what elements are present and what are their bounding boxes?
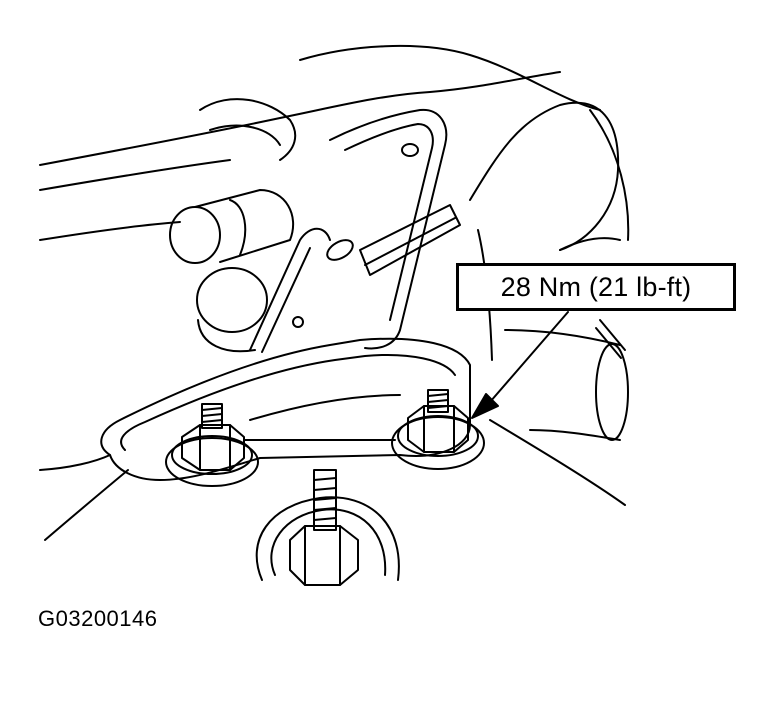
bracket-hole-upper xyxy=(402,144,418,156)
fitting-cylinder-end xyxy=(170,207,220,263)
right-lower-sweep xyxy=(490,420,625,505)
body-contour-mid xyxy=(470,103,618,250)
center-bolt-nut xyxy=(290,526,358,585)
left-bolt-thread-lines xyxy=(202,408,222,422)
bracket-rib-2 xyxy=(365,218,455,265)
frame-upper-edge xyxy=(40,72,560,165)
right-bolt-nut xyxy=(408,406,468,452)
bracket-hole-slot xyxy=(324,236,356,264)
tube-top xyxy=(200,99,295,160)
frame-upper-inner xyxy=(40,160,230,190)
link-arm xyxy=(250,229,330,350)
torque-callout-text: 28 Nm (21 lb-ft) xyxy=(500,271,692,302)
center-bolt-thread-lines xyxy=(314,478,336,520)
fitting-cylinder-body xyxy=(195,190,293,262)
tube-outline xyxy=(210,126,280,145)
body-contour-top xyxy=(300,46,600,110)
right-tube-cutline xyxy=(600,320,625,350)
left-bolt-nut xyxy=(182,425,244,470)
callout-leader-line xyxy=(490,312,568,402)
right-bolt-thread-lines xyxy=(428,394,448,408)
right-tube-end xyxy=(596,344,628,440)
frame-left-tail xyxy=(40,455,110,470)
bracket-plate-inner xyxy=(345,124,433,320)
bottom-mount-disk xyxy=(257,497,399,580)
bracket-hole-small xyxy=(293,317,303,327)
right-bolt-nut-face xyxy=(424,406,454,452)
bracket-rib-1 xyxy=(360,205,460,275)
body-contour-right xyxy=(590,110,628,240)
callout-arrowhead xyxy=(472,394,498,418)
left-bolt-washer-inner xyxy=(172,436,252,474)
torque-callout: 28 Nm (21 lb-ft) xyxy=(456,263,736,311)
center-bolt-nut-face xyxy=(305,526,340,585)
body-contour-far-right xyxy=(560,238,620,250)
left-bolt-nut-face xyxy=(200,425,230,470)
right-tube-cutline-2 xyxy=(596,328,621,358)
link-arm-inner xyxy=(262,248,310,352)
rubber-bump-base xyxy=(198,320,255,351)
mounting-plate-slot xyxy=(250,395,400,420)
frame-lower-edge xyxy=(40,222,180,240)
left-bolt-washer-outer xyxy=(166,438,258,486)
right-bolt-washer-inner xyxy=(398,416,478,456)
figure-id-label: G03200146 xyxy=(38,606,158,631)
mounting-plate-inner xyxy=(121,355,455,450)
right-tube-bottom xyxy=(530,430,620,440)
bracket-plate-outer xyxy=(330,110,446,349)
frame-left-curve xyxy=(45,470,128,540)
rubber-bump xyxy=(197,268,267,332)
fitting-cylinder-band xyxy=(230,200,245,255)
